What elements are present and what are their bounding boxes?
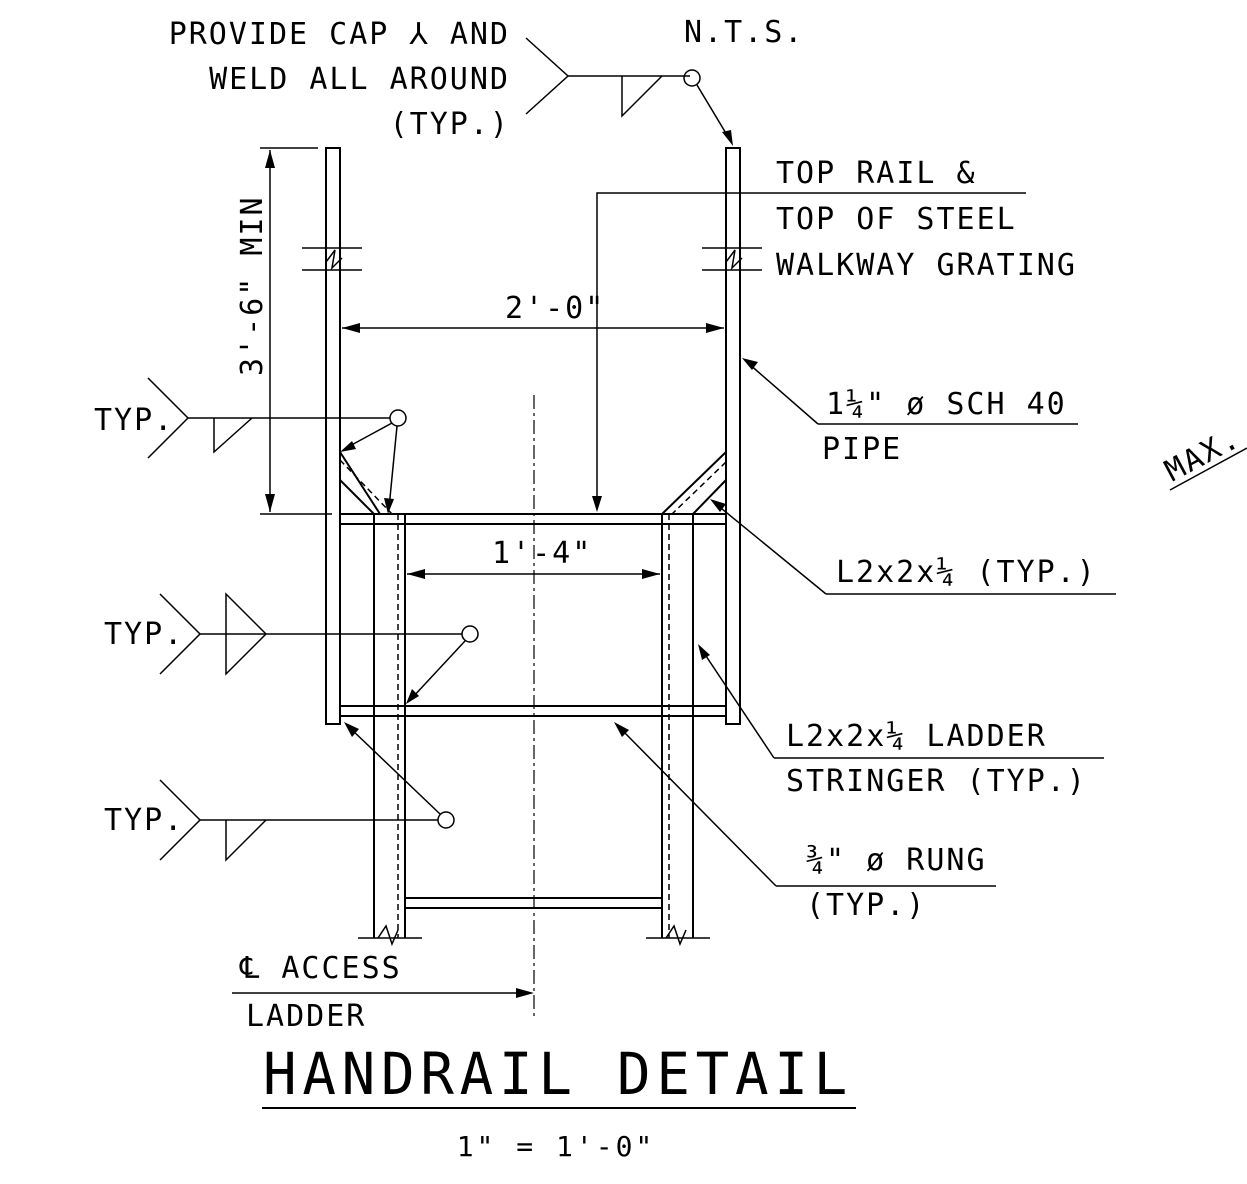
top-rail-line-1: TOP RAIL &	[776, 156, 977, 191]
pipe-leader	[742, 358, 1078, 425]
typ-weld-symbol-1	[147, 377, 407, 514]
typ-weld-symbol-2	[159, 592, 479, 704]
left-handrail-post	[302, 147, 362, 725]
ladder-width-label: 1'-4"	[492, 536, 592, 571]
typ-weld-symbol-3	[159, 722, 455, 862]
right-angle-brace	[661, 451, 727, 515]
max-note: MAX.	[1159, 420, 1247, 491]
stringer-label-line-2: STRINGER (TYP.)	[786, 764, 1087, 799]
top-rail-line-3: WALKWAY GRATING	[776, 248, 1077, 283]
centerline-label-line-2: LADDER	[246, 999, 366, 1034]
left-ladder-stringer	[358, 514, 422, 947]
left-angle-brace	[339, 451, 393, 515]
drawing-scale: 1" = 1'-0"	[457, 1130, 656, 1163]
angle-label: L2x2x¼ (TYP.)	[836, 555, 1097, 590]
width-dimension-label: 2'-0"	[505, 291, 605, 326]
nts-label: N.T.S.	[684, 15, 804, 50]
pipe-label-line-2: PIPE	[822, 432, 902, 467]
top-rail-leader	[592, 192, 1026, 512]
typ-label-3: TYP.	[104, 803, 184, 838]
pipe-label-line-1: 1¼" ø SCH 40	[826, 387, 1067, 422]
ladder-width-dimension	[407, 569, 660, 579]
drawing-title: HANDRAIL DETAIL	[263, 1040, 853, 1108]
cap-note-line-3: (TYP.)	[390, 107, 510, 142]
right-handrail-post	[702, 147, 762, 725]
right-ladder-stringer	[646, 514, 710, 947]
stringer-leader	[698, 644, 1104, 759]
rung-label-line-1: ¾" ø RUNG	[806, 843, 987, 878]
height-dimension-label: 3'-6" MIN	[235, 195, 270, 376]
max-text: MAX.	[1159, 420, 1246, 489]
centerline-leader	[232, 988, 534, 998]
typ-label-2: TYP.	[104, 617, 184, 652]
height-dimension	[260, 147, 332, 515]
cap-note-line-1: PROVIDE CAP ⅄ AND	[169, 17, 510, 52]
width-dimension	[342, 323, 724, 333]
cap-note-line-2: WELD ALL AROUND	[209, 62, 510, 97]
centerline-label-line-1: ℄ ACCESS	[239, 951, 402, 986]
rung-label-line-2: (TYP.)	[806, 888, 926, 923]
rung-leader	[614, 722, 996, 887]
typ-label-1: TYP.	[94, 403, 174, 438]
top-rail-line-2: TOP OF STEEL	[776, 202, 1017, 237]
angle-leader	[710, 499, 1116, 595]
cap-weld-symbol	[525, 37, 733, 146]
stringer-label-line-1: L2x2x¼ LADDER	[786, 719, 1047, 754]
